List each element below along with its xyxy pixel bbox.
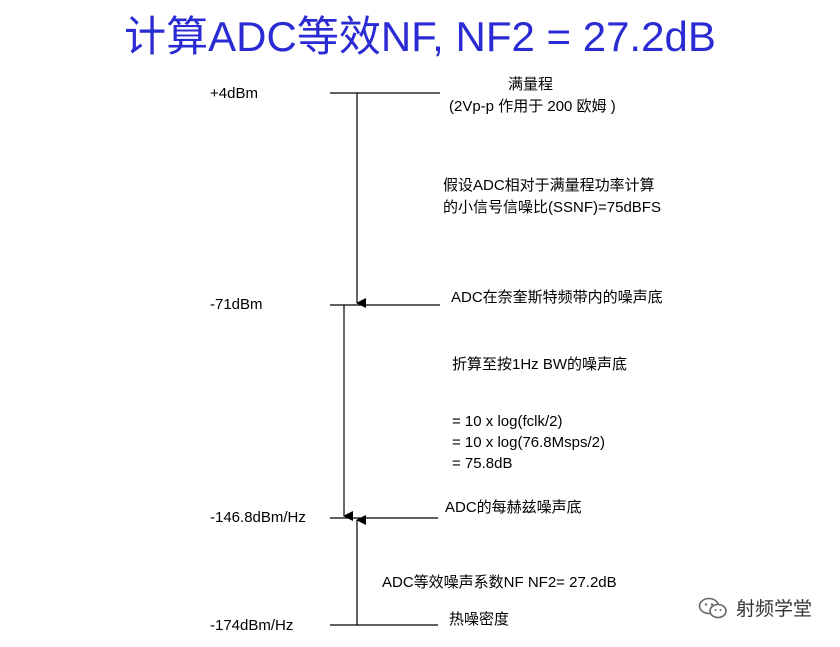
label-eq2: = 10 x log(76.8Msps/2) [452,434,605,451]
label-thermal: 热噪密度 [449,611,510,628]
label-adc-per-hz: ADC的每赫兹噪声底 [445,499,582,516]
level-label-full-scale: +4dBm [210,85,258,102]
level-label-thermal: -174dBm/Hz [210,617,294,634]
label-ssnf-line1: 假设ADC相对于满量程功率计算 [443,177,655,194]
label-eq3: = 75.8dB [452,455,513,472]
wechat-icon [698,597,727,618]
watermark-text: 射频学堂 [735,599,812,620]
label-fold-title: 折算至按1Hz BW的噪声底 [452,356,628,373]
level-label-adc-nyquist: -71dBm [210,296,263,313]
label-full-scale-note: (2Vp-p 作用于 200 欧姆 ) [449,98,616,115]
label-nf-equivalent: ADC等效噪声系数NF NF2= 27.2dB [382,574,617,591]
level-label-adc-per-hz: -146.8dBm/Hz [210,509,306,526]
watermark: 射频学堂 [698,594,812,621]
label-ssnf-line2: 的小信号信噪比(SSNF)=75dBFS [443,199,661,216]
label-adc-nyquist: ADC在奈奎斯特频带内的噪声底 [451,289,663,306]
page-title: 计算ADC等效NF, NF2 = 27.2dB [124,13,716,60]
label-eq1: = 10 x log(fclk/2) [452,413,563,430]
label-full-scale: 满量程 [508,76,554,93]
